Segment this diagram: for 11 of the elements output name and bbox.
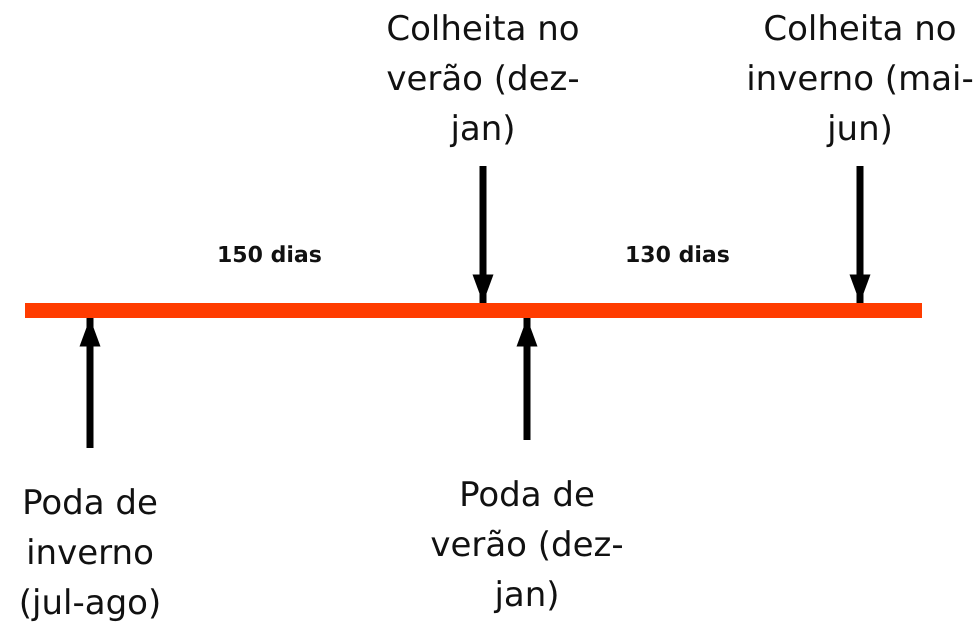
annotation-text: Colheita no inverno (mai-jun) [745,8,975,151]
arrow [472,166,494,303]
duration-label: 150 dias [217,243,322,268]
annotation-text: Colheita no verão (dez-jan) [385,8,581,151]
timeline-bar [25,303,922,318]
arrow [516,318,538,440]
annotation-text: Poda de verão (dez-jan) [429,474,625,617]
annotation-text: Poda de inverno (jul-ago) [18,482,162,625]
arrow [80,318,100,448]
duration-label: 130 dias [625,243,730,268]
arrow [850,166,870,303]
